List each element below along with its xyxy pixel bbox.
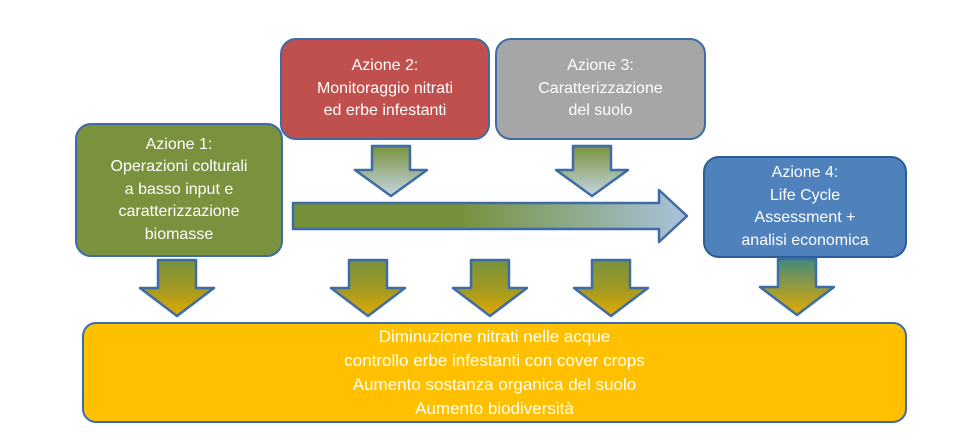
- azione3-text: Azione 3: Caratterizzazione del suolo: [538, 57, 663, 120]
- down-arrow-icon: [451, 258, 529, 318]
- azione4-text: Azione 4: Life Cycle Assessment + analis…: [741, 164, 869, 249]
- down-arrow-icon: [758, 257, 836, 317]
- outcome-box: Diminuzione nitrati nelle acque controll…: [82, 322, 907, 423]
- down-arrow-icon: [353, 144, 429, 198]
- azione2-text: Azione 2: Monitoraggio nitrati ed erbe i…: [316, 57, 454, 120]
- down-arrow-icon: [572, 258, 650, 318]
- down-arrow-icon: [329, 258, 407, 318]
- down-arrow-icon: [554, 144, 630, 198]
- azione3-box: Azione 3: Caratterizzazione del suolo: [495, 38, 706, 140]
- down-arrow-icon: [138, 258, 216, 318]
- outcome-text: Diminuzione nitrati nelle acque controll…: [344, 326, 645, 418]
- right-arrow-icon: [291, 188, 689, 244]
- azione1-text: Azione 1: Operazioni colturali a basso i…: [110, 135, 248, 243]
- azione2-box: Azione 2: Monitoraggio nitrati ed erbe i…: [280, 38, 490, 140]
- azione4-box: Azione 4: Life Cycle Assessment + analis…: [703, 156, 907, 258]
- azione1-box: Azione 1: Operazioni colturali a basso i…: [75, 123, 283, 257]
